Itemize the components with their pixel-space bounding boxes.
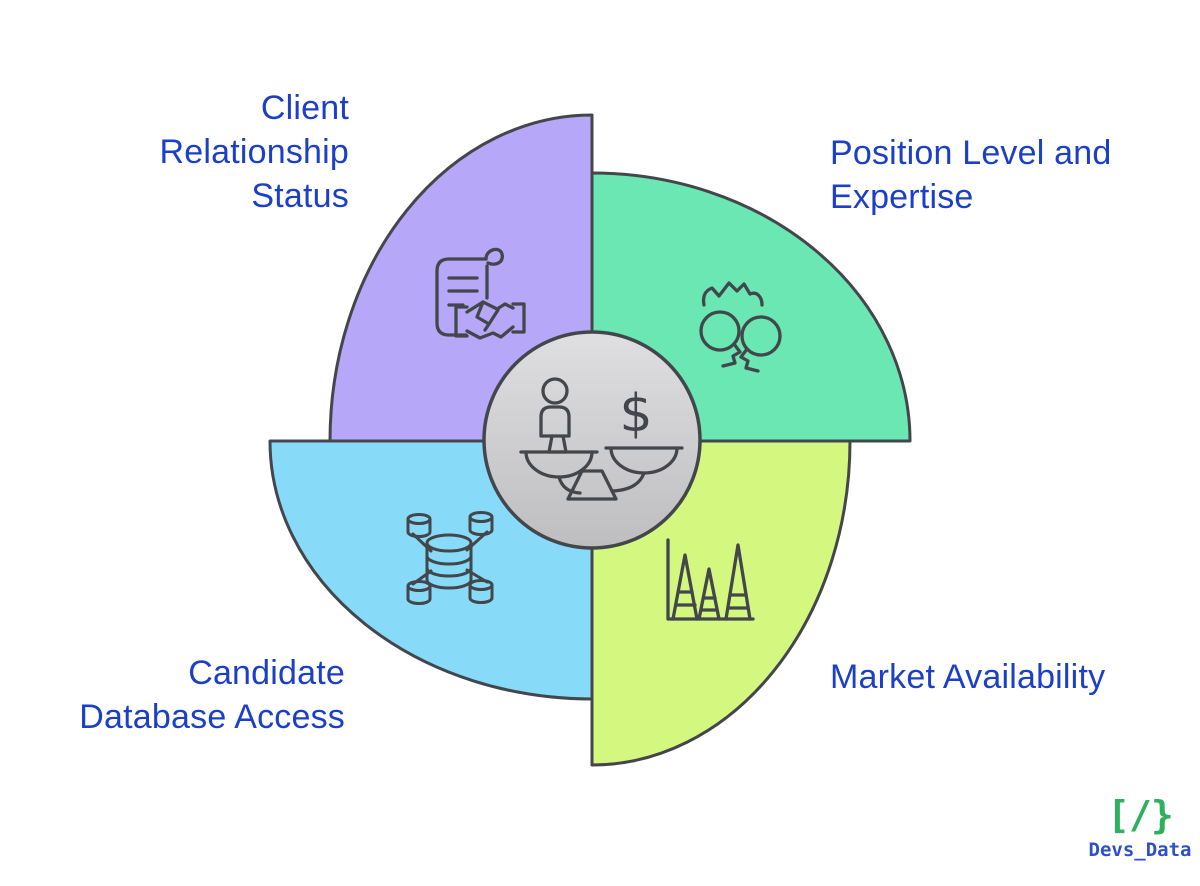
label-market-availability: Market Availability xyxy=(830,655,1105,699)
label-candidate-database-access: Candidate Database Access xyxy=(79,651,345,739)
label-line: Client xyxy=(260,89,349,127)
label-position-level-expertise: Position Level and Expertise xyxy=(830,131,1111,219)
devsdata-logo-name: Devs_Data xyxy=(1088,839,1192,861)
devsdata-logo: [/} Devs_Data xyxy=(1088,792,1192,861)
team-people-icon xyxy=(699,281,782,373)
database-network-icon xyxy=(406,511,494,605)
dollar-sign-icon: $ xyxy=(619,384,652,444)
label-line: Status xyxy=(251,177,349,215)
label-line: Expertise xyxy=(830,178,974,216)
balance-scale-icon xyxy=(519,377,684,501)
person-body xyxy=(539,405,571,438)
label-line: Candidate xyxy=(188,654,345,692)
label-client-relationship-status: Client Relationship Status xyxy=(159,86,349,218)
scale-base xyxy=(566,469,618,501)
label-line: Market Availability xyxy=(830,658,1106,696)
contract-handshake-icon xyxy=(435,247,526,340)
market-peaks-icon xyxy=(666,538,755,621)
label-line: Database Access xyxy=(79,698,345,736)
center-hub-circle xyxy=(482,330,702,550)
label-line: Relationship xyxy=(159,133,349,171)
label-line: Position Level and xyxy=(830,134,1112,172)
devsdata-logo-icon: [/} xyxy=(1107,793,1174,837)
person-head xyxy=(541,377,569,405)
